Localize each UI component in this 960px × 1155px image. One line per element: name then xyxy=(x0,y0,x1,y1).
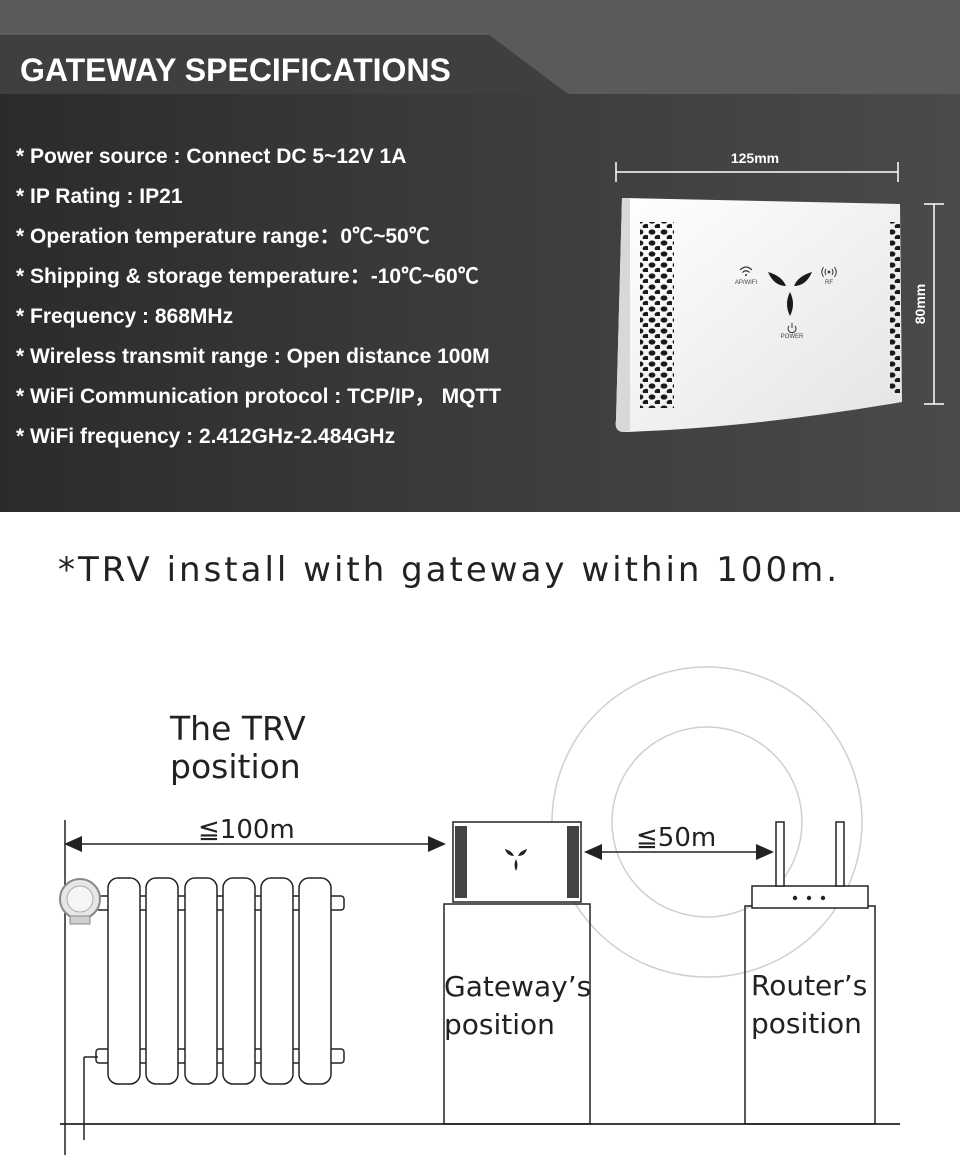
radiator xyxy=(83,877,345,1140)
spec-list: * Power source : Connect DC 5~12V 1A * I… xyxy=(16,140,596,460)
trv-position-label-line2: position xyxy=(170,747,301,786)
gateway-stand xyxy=(443,903,591,1125)
width-label: 125mm xyxy=(731,150,779,166)
power-label: POWER xyxy=(781,334,804,340)
spec-power-source: * Power source : Connect DC 5~12V 1A xyxy=(16,145,407,168)
router-position-label-line2: position xyxy=(751,1007,862,1040)
page-title: GATEWAY SPECIFICATIONS xyxy=(20,52,451,88)
gateway-device-small xyxy=(452,821,582,903)
height-label: 80mm xyxy=(912,284,928,324)
spec-transmit-range: * Wireless transmit range : Open distanc… xyxy=(16,345,490,368)
installation-diagram-panel: The TRV position ≦100m xyxy=(0,512,960,1155)
spec-operation-temperature: * Operation temperature range：0℃~50℃ xyxy=(16,225,430,248)
vent-right xyxy=(890,222,900,394)
installation-diagram: The TRV position ≦100m xyxy=(59,666,900,1155)
rf-icon xyxy=(821,266,837,278)
install-note: *TRV install with gateway within 100m. xyxy=(58,550,841,590)
distance-arrow-50m xyxy=(584,844,774,860)
router-position-label-line1: Router’s xyxy=(751,969,867,1002)
spec-wifi-protocol: * WiFi Communication protocol : TCP/IP， … xyxy=(16,385,502,408)
router-signal-rings xyxy=(551,666,863,978)
gateway-device-illustration: 125mm 80mm xyxy=(615,150,944,432)
router-device xyxy=(751,821,869,909)
trv-valve xyxy=(59,878,101,925)
power-icon xyxy=(787,323,797,334)
height-dimension: 80mm xyxy=(912,203,944,405)
spec-ip-rating: * IP Rating : IP21 xyxy=(16,185,183,208)
header-band xyxy=(0,0,960,94)
vent-left xyxy=(640,222,674,408)
gateway-device: AP/WIFI RF POWER xyxy=(615,198,902,432)
wifi-icon xyxy=(739,266,753,276)
gateway-position-label-line1: Gateway’s xyxy=(444,970,591,1003)
logo xyxy=(768,272,812,316)
header-title-background xyxy=(0,34,568,94)
distance-50m-label: ≦50m xyxy=(636,823,716,853)
spec-wifi-frequency: * WiFi frequency : 2.412GHz-2.484GHz xyxy=(16,425,396,448)
rf-label: RF xyxy=(825,280,833,286)
distance-arrow-100m xyxy=(64,836,446,852)
specifications-panel: GATEWAY SPECIFICATIONS * Power source : … xyxy=(0,0,960,512)
distance-100m-label: ≦100m xyxy=(198,815,295,845)
wifi-label: AP/WIFI xyxy=(735,280,758,286)
gateway-position-label-line2: position xyxy=(444,1008,555,1041)
trv-position-label-line1: The TRV xyxy=(169,709,306,748)
spec-storage-temperature: * Shipping & storage temperature：-10℃~60… xyxy=(16,265,479,288)
width-dimension: 125mm xyxy=(615,150,899,182)
spec-frequency: * Frequency : 868MHz xyxy=(16,305,234,328)
